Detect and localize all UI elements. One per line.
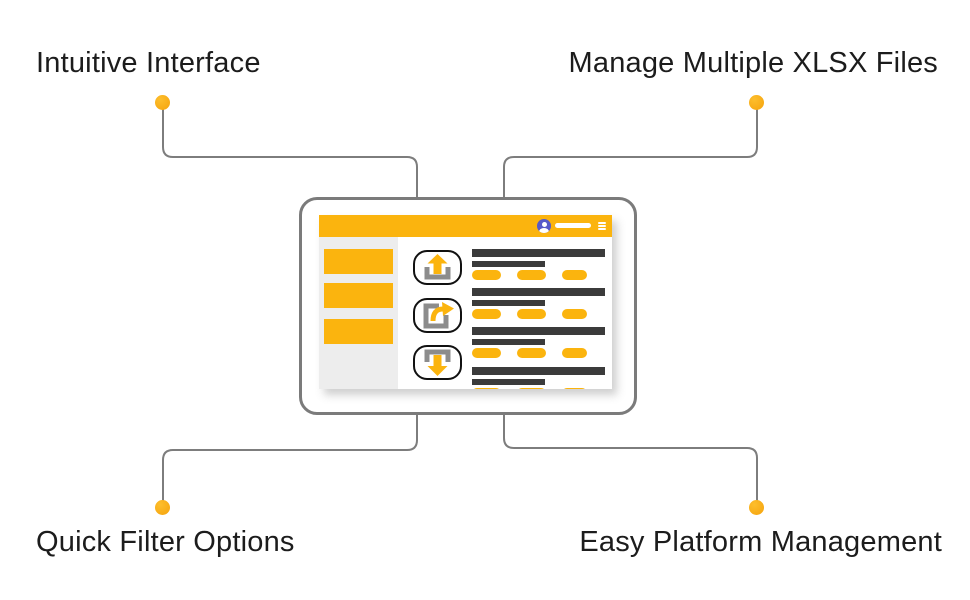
feature-label-intuitive-interface: Intuitive Interface bbox=[36, 47, 261, 79]
text-line-placeholder bbox=[472, 339, 545, 345]
list-item bbox=[472, 288, 605, 320]
dot-top-right bbox=[749, 95, 764, 110]
sidebar bbox=[319, 237, 398, 389]
sidebar-item-placeholder bbox=[324, 249, 393, 274]
dot-bottom-right bbox=[749, 500, 764, 515]
text-line-placeholder bbox=[472, 261, 545, 267]
connector-bottom-left bbox=[162, 415, 418, 502]
feature-label-manage-multiple-xlsx-files: Manage Multiple XLSX Files bbox=[568, 47, 938, 79]
tag-pills bbox=[472, 348, 605, 358]
connector-bottom-right bbox=[503, 415, 758, 502]
username-placeholder-bar bbox=[555, 223, 591, 228]
text-line-placeholder bbox=[472, 249, 605, 257]
app-header-bar bbox=[319, 215, 612, 237]
tag-pills bbox=[472, 270, 605, 280]
user-avatar-icon bbox=[537, 219, 551, 233]
text-line-placeholder bbox=[472, 327, 605, 335]
list-item bbox=[472, 367, 605, 389]
tablet-frame bbox=[299, 197, 637, 415]
tag-pills bbox=[472, 388, 605, 389]
tag-pills bbox=[472, 309, 605, 319]
share-button bbox=[413, 298, 462, 333]
upload-button bbox=[413, 250, 462, 285]
sidebar-item-placeholder bbox=[324, 319, 393, 344]
feature-label-easy-platform-management: Easy Platform Management bbox=[579, 526, 942, 558]
dot-top-left bbox=[155, 95, 170, 110]
avatar-head-shape bbox=[541, 221, 547, 227]
text-line-placeholder bbox=[472, 300, 545, 306]
share-icon bbox=[423, 302, 454, 329]
file-list bbox=[472, 215, 605, 389]
list-item bbox=[472, 327, 605, 359]
dot-bottom-left bbox=[155, 500, 170, 515]
upload-icon bbox=[424, 254, 451, 280]
feature-label-quick-filter-options: Quick Filter Options bbox=[36, 526, 295, 558]
app-screen bbox=[319, 215, 612, 389]
connector-top-left bbox=[162, 103, 418, 197]
list-item bbox=[472, 249, 605, 281]
text-line-placeholder bbox=[472, 367, 605, 375]
avatar-body-shape bbox=[539, 227, 549, 233]
text-line-placeholder bbox=[472, 288, 605, 296]
sidebar-item-placeholder bbox=[324, 283, 393, 308]
text-line-placeholder bbox=[472, 379, 545, 385]
download-icon bbox=[424, 349, 451, 376]
connector-top-right bbox=[503, 103, 758, 197]
menu-icon bbox=[598, 222, 606, 231]
download-button bbox=[413, 345, 462, 380]
